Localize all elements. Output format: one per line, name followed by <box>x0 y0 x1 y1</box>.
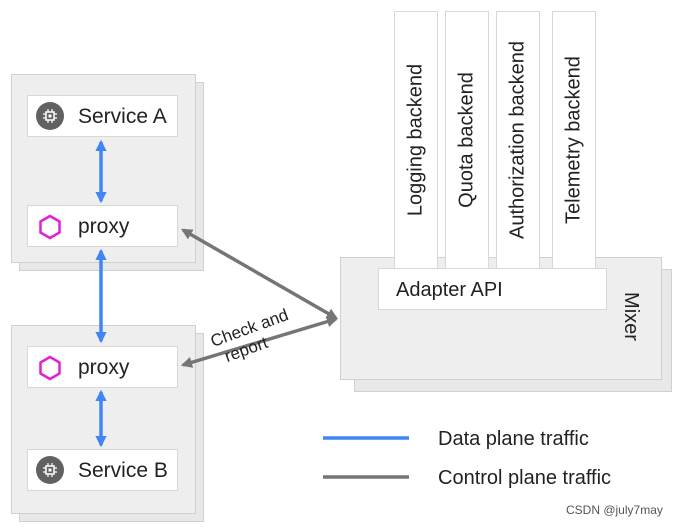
adapter-api: Adapter API <box>378 268 607 310</box>
service-b-card: Service B <box>27 449 178 491</box>
legend-control-plane-label: Control plane traffic <box>438 467 612 489</box>
service-a-card: Service A <box>27 95 178 137</box>
quota-backend: Quota backend <box>445 11 489 269</box>
hexagon-icon <box>39 214 61 240</box>
hexagon-icon <box>39 355 61 381</box>
proxy-a-card: proxy <box>27 205 178 247</box>
chip-icon <box>36 456 64 484</box>
proxy-a-label: proxy <box>78 215 130 238</box>
legend-data-plane-label: Data plane traffic <box>438 428 589 450</box>
chip-icon <box>36 102 64 130</box>
watermark: CSDN @july7may <box>566 503 663 517</box>
adapter-api-label: Adapter API <box>396 279 503 301</box>
arrow-proxy-b-mixer <box>180 316 339 368</box>
proxy-b-card: proxy <box>27 346 178 388</box>
service-b-label: Service B <box>78 459 168 482</box>
authorization-backend: Authorization backend <box>496 11 540 269</box>
service-a-label: Service A <box>78 105 167 128</box>
logging-backend: Logging backend <box>394 11 438 269</box>
arrow-proxy-a-mixer <box>181 228 338 320</box>
proxy-b-label: proxy <box>78 356 130 379</box>
